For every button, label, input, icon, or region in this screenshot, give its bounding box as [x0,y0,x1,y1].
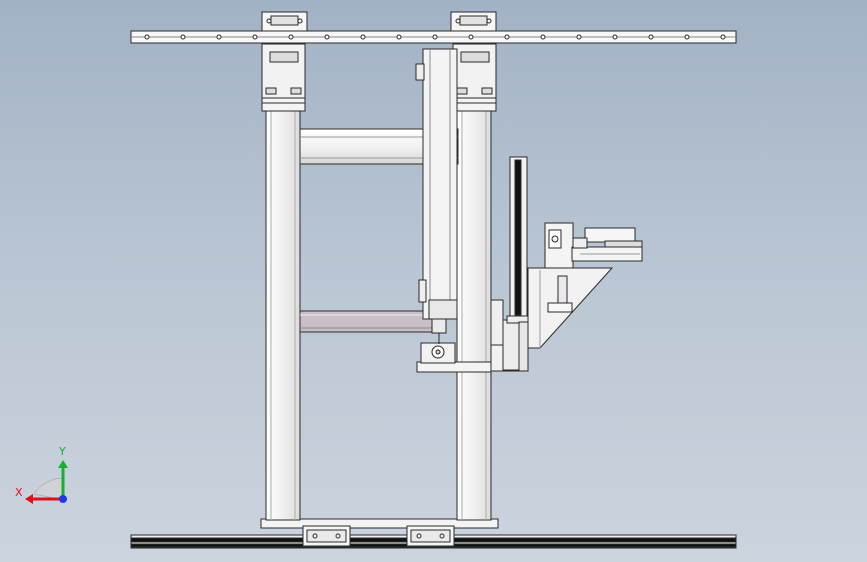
y-axis-label: Y [58,445,66,458]
rail-hole [180,34,186,40]
bottom-slider-right [406,525,455,547]
rail-hole [540,34,546,40]
top-rail [130,30,737,44]
rail-hole [396,34,402,40]
rail-hole [468,34,474,40]
bearing-block [416,318,492,373]
rail-hole [720,34,726,40]
gripper-unit [527,222,643,349]
rail-hole [324,34,330,40]
rail-hole [252,34,258,40]
vertical-slide-module [415,48,458,320]
rail-hole [288,34,294,40]
orientation-triad: X Y [15,445,68,504]
rail-hole [684,34,690,40]
side-bracket [490,156,530,372]
lower-crossbeam [299,310,433,333]
base-plate [260,518,499,529]
x-axis-label: X [15,486,23,499]
rail-hole [612,34,618,40]
rail-hole [216,34,222,40]
rail-hole [144,34,150,40]
bottom-slider-left [302,525,351,547]
rail-hole [360,34,366,40]
left-column [261,11,308,521]
rail-hole [648,34,654,40]
rail-hole [432,34,438,40]
right-column [450,11,497,521]
rail-hole [576,34,582,40]
rail-hole [504,34,510,40]
